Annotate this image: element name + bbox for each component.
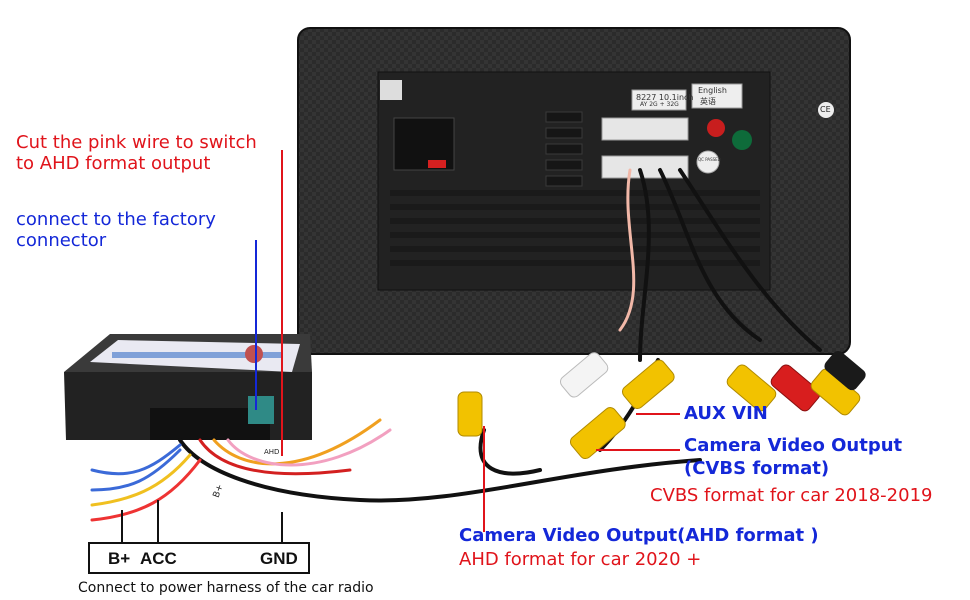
qc-sticker: QC PASSED (698, 157, 721, 162)
head-unit (297, 27, 851, 355)
decoder-box (64, 334, 312, 440)
ahd-car-label: AHD format for car 2020 + (459, 549, 702, 570)
cut-pink-wire-label-1: Cut the pink wire to switch (16, 132, 257, 153)
ce-mark: CE (820, 105, 831, 114)
aux-vin-label: AUX VIN (684, 403, 768, 424)
callout-lines (121, 150, 680, 542)
power-harness-note: Connect to power harness of the car radi… (78, 580, 374, 596)
cvbs-car-label: CVBS format for car 2018-2019 (650, 485, 933, 506)
power-wire-box: B+ ACC GND (88, 542, 310, 574)
camera-cvbs-label-1: Camera Video Output (684, 435, 903, 456)
camera-cvbs-label-2: (CVBS format) (684, 458, 830, 479)
camera-ahd-label: Camera Video Output(AHD format ) (459, 525, 819, 546)
factory-connector-label-2: connector (16, 230, 107, 251)
sticker-model: 8227 10.1inch (636, 93, 694, 102)
sticker-language: English (698, 86, 727, 95)
factory-connector-label-1: connect to the factory (16, 209, 216, 230)
gnd-label: GND (260, 549, 298, 568)
wire-tag: AHD (264, 448, 280, 456)
b-plus-label: B+ (108, 549, 131, 568)
sticker-language-cn: 英语 (700, 97, 716, 106)
cut-pink-wire-label-2: to AHD format output (16, 153, 211, 174)
rca-plugs (457, 350, 866, 460)
sticker-spec: AY 2G + 32G (640, 101, 679, 108)
acc-label: ACC (140, 549, 177, 568)
wiring (90, 168, 822, 522)
